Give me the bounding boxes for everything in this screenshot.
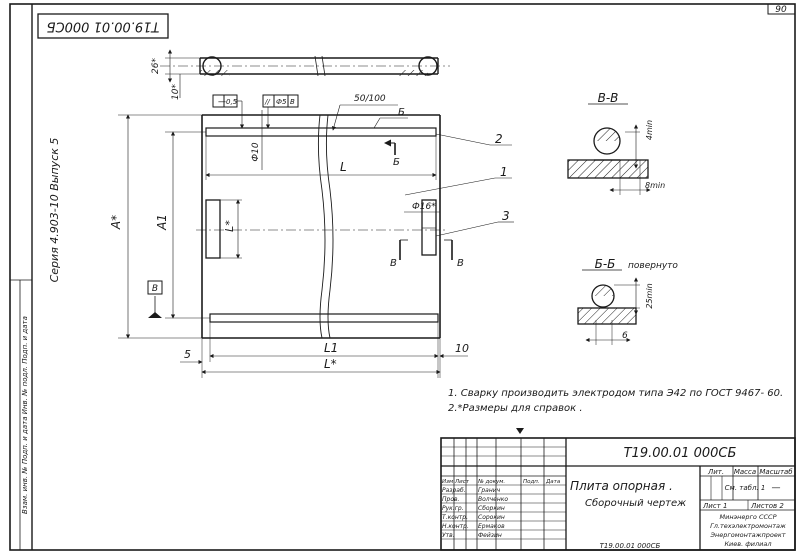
org-2: Гл.техэлектромонтаж xyxy=(710,522,786,530)
dim-L: L xyxy=(340,160,347,174)
name-2: Волченко xyxy=(478,496,508,503)
role-5: Н.контр. xyxy=(442,523,469,530)
name-3: Сборкин xyxy=(478,505,505,512)
section-bb-title: Б-Б xyxy=(595,257,616,271)
dim-5: 5 xyxy=(184,348,191,361)
weld-25min: 25min xyxy=(645,283,654,308)
main-view xyxy=(118,94,514,378)
dim-A1: А1 xyxy=(155,214,169,231)
role-4: Т.контр. xyxy=(442,514,468,521)
weld-4min: 4min xyxy=(645,120,654,140)
dim-phi10: Ф10 xyxy=(251,142,261,161)
bottom-code: Т19.00.01 000СБ xyxy=(600,542,661,550)
sheet-frame xyxy=(9,3,796,551)
hdr-list: Лист xyxy=(454,479,470,485)
gdt-par-ref: В xyxy=(290,98,295,106)
note-1: 1. Сварку производить электродом типа Э4… xyxy=(448,388,783,399)
title-block xyxy=(440,437,796,551)
gdt-par-symbol: // xyxy=(264,98,270,106)
role-3: Рук.гр. xyxy=(442,505,464,512)
designation: Т19.00.01 000СБ xyxy=(624,446,737,461)
callout-1: 1 xyxy=(500,165,508,179)
weld-8min: 8min xyxy=(645,181,665,190)
note-2: 2.*Размеры для справок . xyxy=(448,403,583,414)
role-6: Утв. xyxy=(442,532,455,539)
col-lit: Лит. xyxy=(707,468,724,476)
callout-2: 2 xyxy=(495,132,503,146)
section-mark-V-right: В xyxy=(457,258,464,269)
dim-10-top: 10* xyxy=(171,84,181,100)
org-1: Минэнерго СССР xyxy=(719,513,776,521)
datum-B: В xyxy=(152,284,158,294)
dim-phi16: Ф16* xyxy=(412,202,436,212)
section-vv xyxy=(567,103,651,195)
name-6: Фейзин xyxy=(478,532,502,539)
org-4: Киев. филиал xyxy=(724,540,771,548)
gdt-flat-symbol: — xyxy=(218,97,226,106)
series-label: Серия 4.903-10 Выпуск 5 xyxy=(48,138,61,283)
name-1: Гранич xyxy=(478,487,501,494)
section-vv-title: В-В xyxy=(598,91,619,105)
col-scale: Масштаб xyxy=(759,468,793,476)
role-2: Пров. xyxy=(442,496,460,503)
page-number-box: 90 xyxy=(767,3,796,15)
section-mark-B-bottom: Б xyxy=(393,157,400,168)
name-5: Ермаков xyxy=(478,523,505,530)
section-mark-V-left: В xyxy=(390,258,397,269)
rotated-stamp: Т19.00.01 000СБ xyxy=(37,13,169,39)
sheets-label: Листов 2 xyxy=(750,502,784,510)
col-mass: Масса xyxy=(734,468,756,476)
section-mark-B-top: Б xyxy=(398,107,405,118)
sheet-label: Лист 1 xyxy=(702,502,727,510)
slope-label: 50/100 xyxy=(354,94,386,104)
title-name-1: Плита опорная . xyxy=(570,479,673,493)
dim-L-star-inner: L* xyxy=(223,220,236,232)
sign-column-text: Взам. инв. № Подп. и дата Инв. № подл. П… xyxy=(21,316,29,514)
dim-L1: L1 xyxy=(324,341,338,355)
role-1: Разраб. xyxy=(442,487,466,494)
dim-10: 10 xyxy=(455,342,469,355)
gdt-flat-value: 0,5 xyxy=(226,98,238,106)
section-bb xyxy=(577,269,640,345)
dim-26: 26* xyxy=(151,58,161,74)
dim-L-star: L* xyxy=(324,357,337,371)
mass-value: См. табл. 1 xyxy=(725,484,766,492)
hdr-data: Дата xyxy=(545,479,561,485)
stamp-text: Т19.00.01 000СБ xyxy=(47,19,160,34)
org-3: Энергомонтажпроект xyxy=(709,531,785,539)
gdt-par-value: Ф5 xyxy=(276,98,287,106)
section-bb-rotated: повернуто xyxy=(628,261,678,271)
callout-3: 3 xyxy=(502,209,510,223)
hdr-izm: Изм xyxy=(442,479,453,485)
top-view xyxy=(160,49,450,98)
dim-6: 6 xyxy=(622,331,628,341)
scale-value: — xyxy=(772,483,781,493)
title-name-2: Сборочный чертеж xyxy=(585,497,686,509)
hdr-podp: Подп. xyxy=(523,479,540,485)
dim-A-star: А* xyxy=(109,215,123,230)
arrow-mark xyxy=(516,428,524,434)
hdr-docum: № докум. xyxy=(477,479,505,485)
name-4: Сорокин xyxy=(478,514,505,521)
page-number: 90 xyxy=(775,5,787,15)
